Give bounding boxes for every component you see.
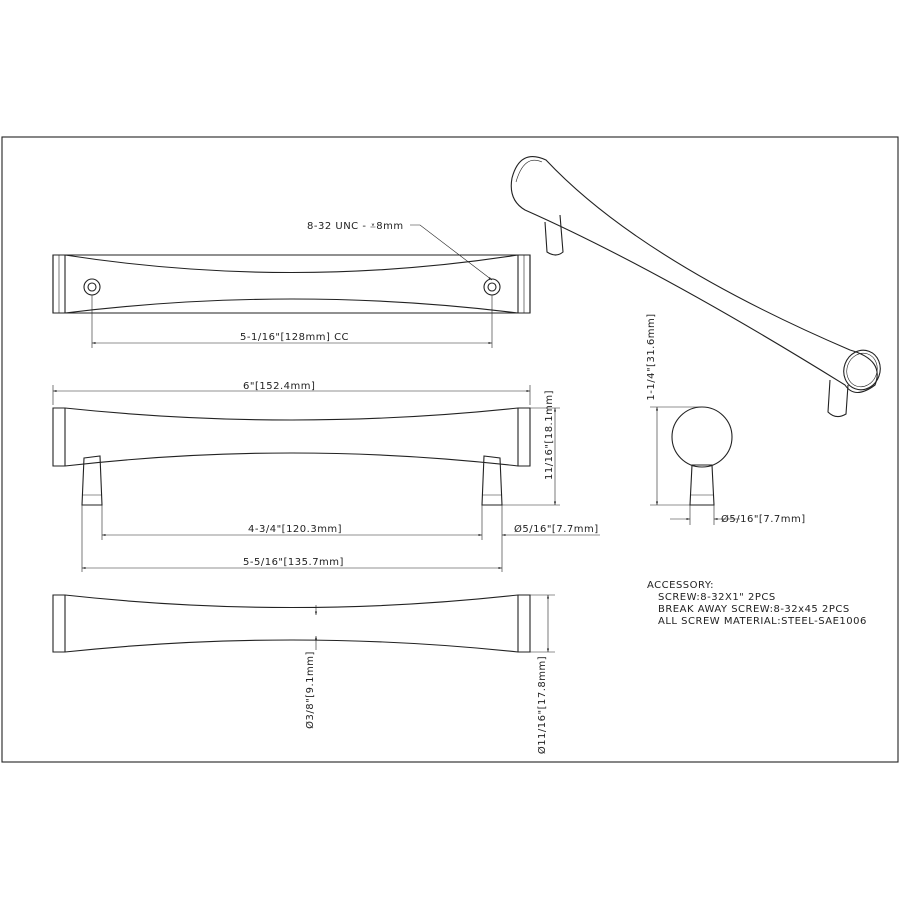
isometric-view (510, 156, 881, 418)
projection-label: 1-1/4"[31.6mm] (646, 313, 657, 400)
height-label: 11/16"[18.1mm] (544, 390, 555, 480)
cc-dimension-label: 5-1/16"[128mm] CC (240, 332, 349, 343)
center-dia-label: Ø3/8"[9.1mm] (304, 651, 316, 729)
front-view (52, 385, 600, 572)
accessory-line: BREAK AWAY SCREW:8-32x45 2PCS (658, 604, 850, 615)
inner-post-label: 4-3/4"[120.3mm] (248, 524, 342, 535)
overall-length-label: 6"[152.4mm] (243, 381, 315, 392)
side-post-dia-label: Ø5/16"[7.7mm] (721, 513, 806, 525)
accessory-line: SCREW:8-32X1" 2PCS (658, 592, 776, 603)
bottom-view (52, 594, 555, 653)
thread-callout: 8-32 UNC - ⩡8mm (307, 221, 404, 232)
outer-post-label: 5-5/16"[135.7mm] (243, 557, 344, 568)
post-dia-label: Ø5/16"[7.7mm] (514, 523, 599, 535)
top-view (52, 224, 531, 348)
accessory-title: ACCESSORY: (647, 580, 714, 591)
accessory-notes: ACCESSORY: SCREW:8-32X1" 2PCS BREAK AWAY… (647, 580, 867, 627)
end-dia-label: Ø11/16"[17.8mm] (536, 656, 548, 754)
accessory-line: ALL SCREW MATERIAL:STEEL-SAE1006 (658, 616, 867, 627)
side-view (650, 406, 740, 525)
drawing-border (1, 136, 899, 763)
